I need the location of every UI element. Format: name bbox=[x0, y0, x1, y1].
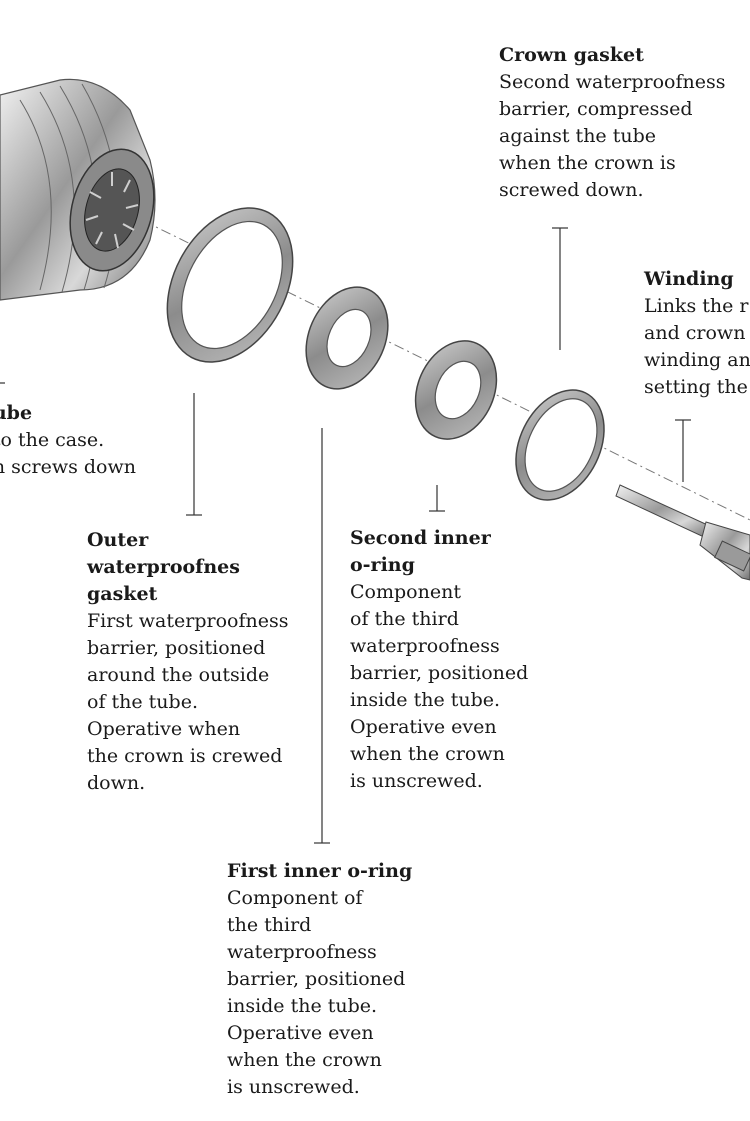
first-inner-oring-desc-line: barrier, positioned bbox=[227, 968, 406, 990]
tube-label: ube to the case. n screws down bbox=[0, 400, 136, 481]
second-inner-oring-title-line: Second inner bbox=[350, 527, 491, 549]
winding-stem-desc-line: Links the r bbox=[644, 295, 749, 317]
first-inner-oring-label: First inner o-ring Component of the thir… bbox=[227, 858, 412, 1101]
second-inner-oring-desc-line: of the third bbox=[350, 608, 459, 630]
winding-stem-desc-line: setting the bbox=[644, 376, 748, 398]
tube-desc: to the case. n screws down bbox=[0, 427, 136, 481]
outer-gasket-desc-line: First waterproofness bbox=[87, 610, 289, 632]
crown-gasket-ring bbox=[515, 389, 605, 501]
tube-desc-line: n screws down bbox=[0, 456, 136, 478]
second-inner-oring-desc-line: Operative even bbox=[350, 716, 497, 738]
outer-gasket-desc-line: Operative when bbox=[87, 718, 241, 740]
outer-gasket-desc-line: around the outside bbox=[87, 664, 270, 686]
crown-gasket-label: Crown gasket Second waterproofness barri… bbox=[499, 42, 725, 204]
crown-gasket-desc-line: barrier, compressed bbox=[499, 98, 693, 120]
second-inner-oring-desc-line: waterproofness bbox=[350, 635, 500, 657]
tube-part bbox=[0, 78, 156, 301]
first-inner-oring-desc-line: waterproofness bbox=[227, 941, 377, 963]
crown-gasket-title: Crown gasket bbox=[499, 44, 644, 66]
outer-gasket-desc-line: of the tube. bbox=[87, 691, 198, 713]
winding-stem-desc-line: winding an bbox=[644, 349, 750, 371]
tube-desc-line: to the case. bbox=[0, 429, 105, 451]
crown-gasket-desc-line: Second waterproofness bbox=[499, 71, 726, 93]
winding-stem-desc-line: and crown bbox=[644, 322, 746, 344]
crown-gasket-desc-line: screwed down. bbox=[499, 179, 644, 201]
outer-gasket-desc-line: barrier, positioned bbox=[87, 637, 266, 659]
outer-gasket-title-line: gasket bbox=[87, 583, 158, 605]
first-inner-oring bbox=[305, 286, 389, 390]
crown-gasket-desc-line: when the crown is bbox=[499, 152, 676, 174]
second-inner-oring-title: Second inner o-ring bbox=[350, 525, 528, 579]
outer-gasket-title: Outer waterproofnes gasket bbox=[87, 527, 288, 608]
first-inner-oring-desc-line: inside the tube. bbox=[227, 995, 378, 1017]
outer-gasket-desc-line: down. bbox=[87, 772, 146, 794]
second-inner-oring-desc-line: is unscrewed. bbox=[350, 770, 483, 792]
tube-title: ube bbox=[0, 402, 33, 424]
first-inner-oring-desc-line: Operative even bbox=[227, 1022, 374, 1044]
first-inner-oring-desc-line: the third bbox=[227, 914, 312, 936]
second-inner-oring-label: Second inner o-ring Component of the thi… bbox=[350, 525, 528, 795]
crown-gasket-desc: Second waterproofness barrier, compresse… bbox=[499, 69, 725, 204]
second-inner-oring bbox=[414, 340, 498, 440]
crown-gasket-desc-line: against the tube bbox=[499, 125, 656, 147]
outer-gasket-title-line: waterproofnes bbox=[87, 556, 240, 578]
outer-gasket-ring bbox=[166, 207, 294, 363]
second-inner-oring-title-line: o-ring bbox=[350, 554, 415, 576]
outer-gasket-label: Outer waterproofnes gasket First waterpr… bbox=[87, 527, 288, 797]
second-inner-oring-desc: Component of the third waterproofness ba… bbox=[350, 579, 528, 795]
first-inner-oring-title: First inner o-ring bbox=[227, 860, 413, 882]
second-inner-oring-desc-line: barrier, positioned bbox=[350, 662, 529, 684]
outer-gasket-desc: First waterproofness barrier, positioned… bbox=[87, 608, 288, 797]
winding-stem-title: Winding bbox=[644, 268, 734, 290]
winding-stem-part bbox=[615, 484, 750, 581]
first-inner-oring-desc-line: Component of bbox=[227, 887, 363, 909]
winding-stem-desc: Links the r and crown winding an setting… bbox=[644, 293, 750, 401]
winding-stem-label: Winding Links the r and crown winding an… bbox=[644, 266, 750, 401]
outer-gasket-title-line: Outer bbox=[87, 529, 149, 551]
second-inner-oring-desc-line: inside the tube. bbox=[350, 689, 501, 711]
outer-gasket-desc-line: the crown is crewed bbox=[87, 745, 283, 767]
first-inner-oring-desc: Component of the third waterproofness ba… bbox=[227, 885, 412, 1101]
second-inner-oring-desc-line: Component bbox=[350, 581, 461, 603]
first-inner-oring-desc-line: when the crown bbox=[227, 1049, 382, 1071]
second-inner-oring-desc-line: when the crown bbox=[350, 743, 505, 765]
first-inner-oring-desc-line: is unscrewed. bbox=[227, 1076, 360, 1098]
